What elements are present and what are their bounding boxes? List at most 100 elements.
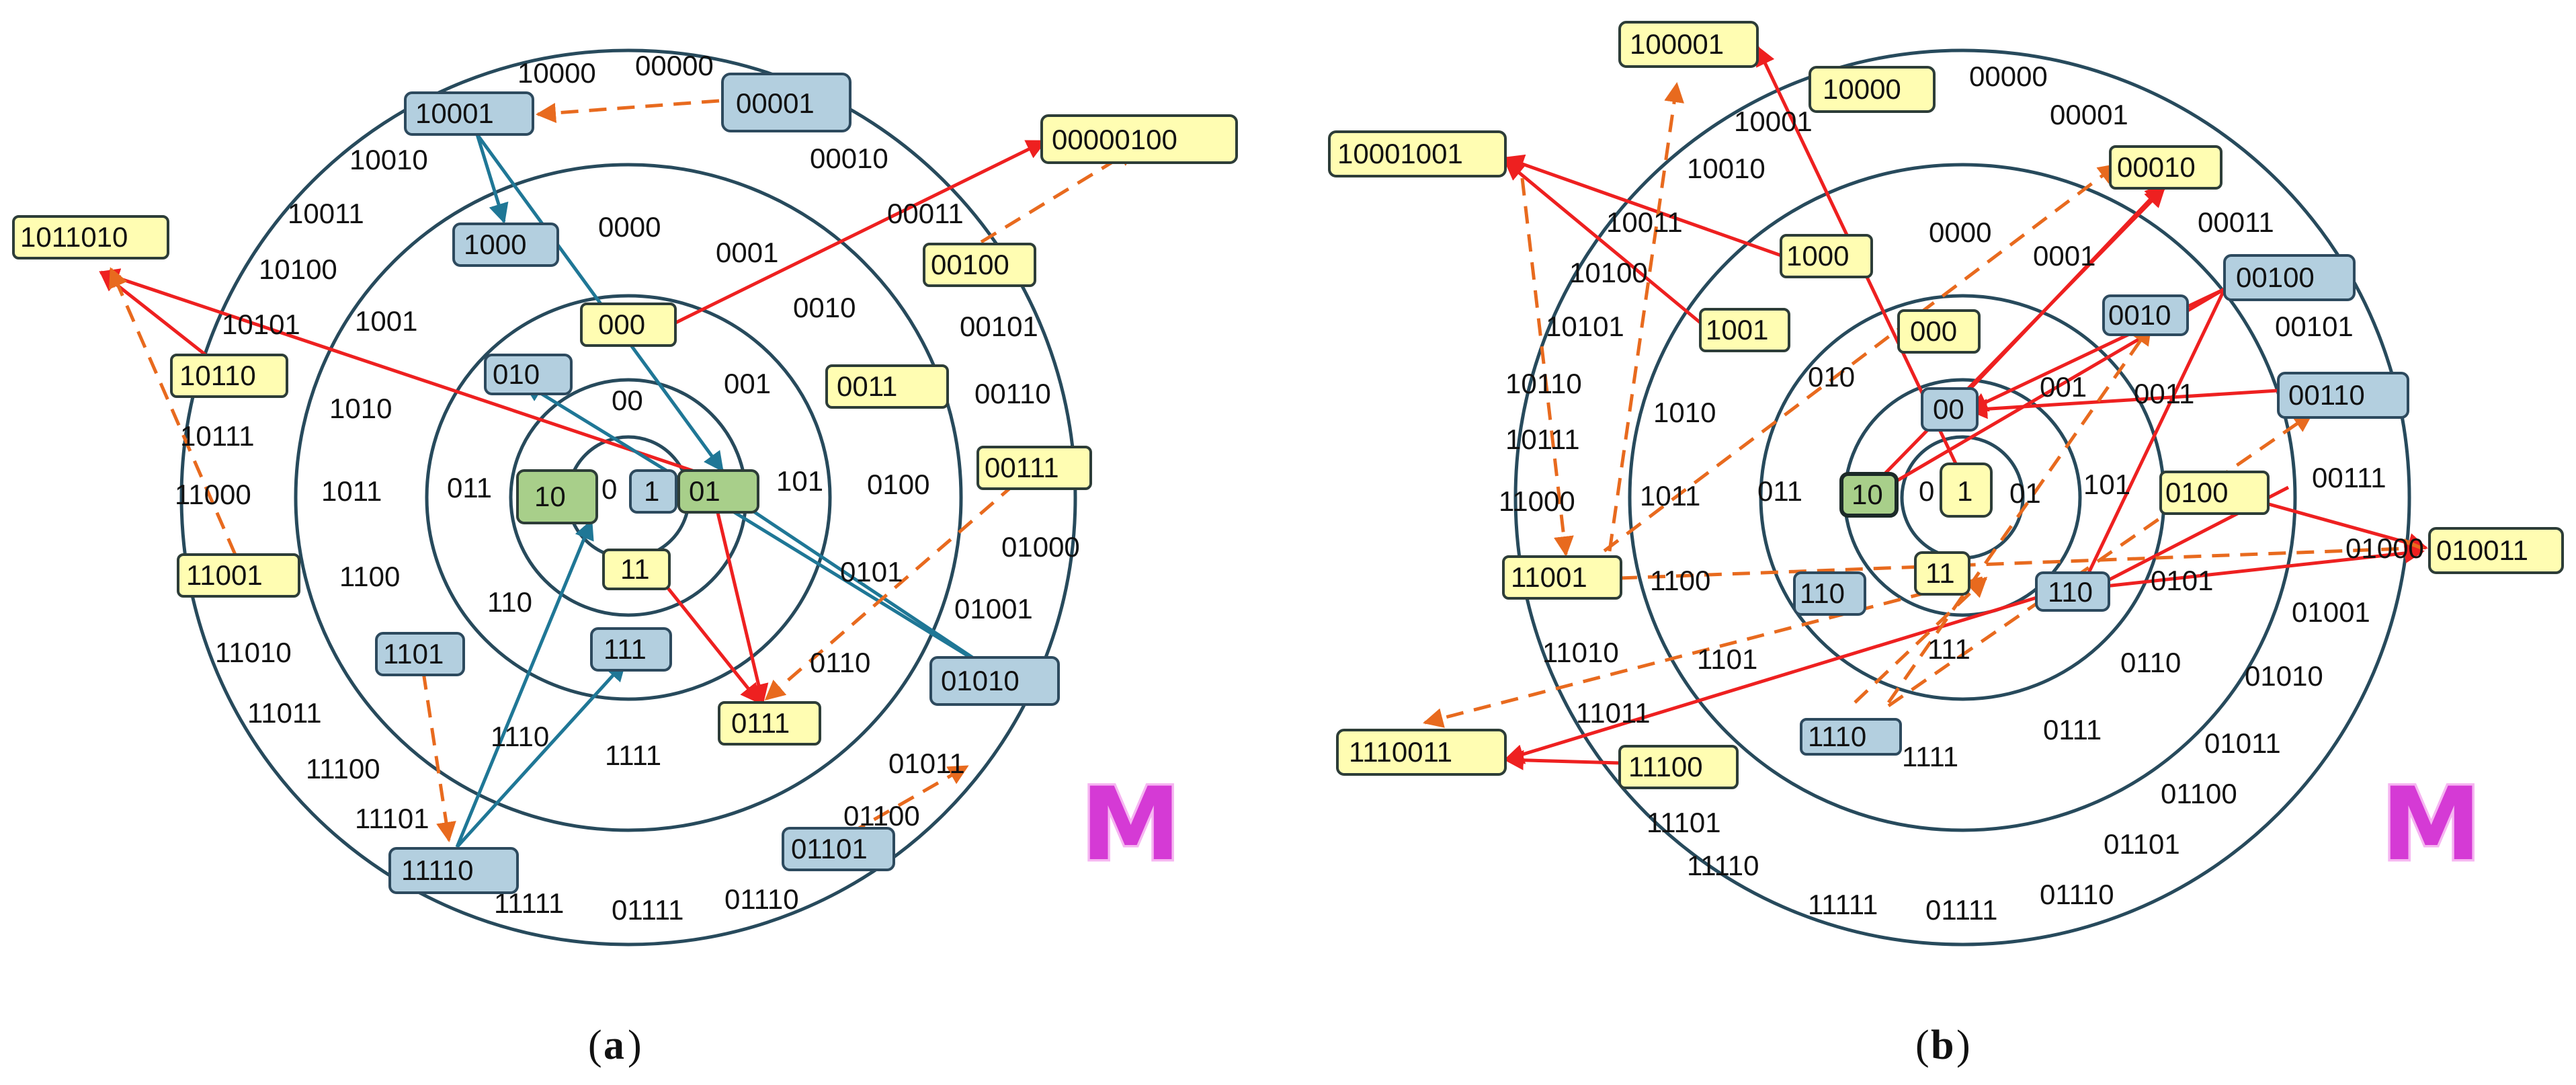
node-label: 10100 (1569, 257, 1648, 288)
svg-text:110: 110 (1800, 577, 1845, 609)
svg-text:111: 111 (604, 633, 647, 665)
node-box: 11001 (1502, 555, 1622, 600)
node-label: 10010 (349, 144, 428, 175)
node-label: 10100 (259, 253, 337, 285)
node-box: 10110 (170, 354, 288, 398)
node-label: 01101 (2104, 828, 2180, 860)
node-box: 00110 (2277, 372, 2409, 419)
svg-text:01010: 01010 (941, 665, 1020, 696)
svg-text:00100: 00100 (2236, 262, 2315, 293)
node-box: 010011 (2428, 527, 2564, 574)
node-box: 10 (1839, 472, 1899, 518)
node-box: 11 (602, 549, 671, 590)
svg-text:1000: 1000 (464, 229, 526, 260)
node-label: 01110 (724, 883, 799, 915)
svg-text:010: 010 (493, 358, 540, 390)
labels-b: 00000 10001 00001 10010 00011 10011 1010… (1499, 61, 2424, 926)
node-label: 11111 (1808, 889, 1878, 920)
node-label: 00011 (887, 198, 964, 229)
node-label: 01010 (2245, 660, 2323, 692)
arrow (1558, 163, 2119, 586)
node-box: 00 (1921, 387, 1979, 432)
svg-text:010011: 010011 (2436, 534, 2528, 566)
arrow (1608, 82, 1685, 552)
node-label: 0011 (2134, 378, 2194, 409)
node-box: 00010 (2109, 145, 2222, 190)
panel-a: 10000 00000 00010 10010 00011 10011 1010… (12, 48, 1238, 1068)
node-box: 000 (1897, 309, 1981, 354)
node-box: 11110 (388, 847, 519, 894)
svg-text:11100: 11100 (1628, 751, 1703, 782)
node-label: 1101 (1697, 643, 1757, 675)
node-label: 001 (2040, 371, 2087, 403)
arrow (522, 381, 996, 674)
caption-letter: b (1931, 1022, 1954, 1068)
node-box: 0100 (2159, 471, 2270, 515)
node-label: 11011 (247, 697, 322, 729)
node-box: 10 (516, 469, 598, 524)
caption-b: ( b ) (1915, 1022, 1970, 1068)
arrow (1886, 324, 2153, 704)
arrow (1503, 750, 1620, 770)
arrow (109, 267, 237, 555)
node-box: 01 (677, 469, 759, 514)
arrow (1503, 160, 1702, 324)
svg-text:110: 110 (2048, 576, 2093, 608)
node-label: 101 (2083, 469, 2130, 500)
arrow (421, 672, 456, 842)
arrow (1503, 590, 2057, 764)
node-label: 0110 (810, 647, 870, 678)
node-label: 01001 (954, 593, 1033, 625)
arrow (2056, 543, 2425, 594)
arrow (1860, 186, 2166, 499)
node-label: 00000 (635, 50, 714, 81)
arrow (714, 504, 769, 705)
node-label: 1100 (339, 561, 400, 592)
node-label: 0000 (598, 211, 661, 243)
arrow (1520, 177, 1574, 557)
caption-a: ( a ) (588, 1022, 642, 1068)
node-label: 0111 (2043, 714, 2102, 746)
node-box: 10000 (1809, 66, 1936, 113)
node-label: 1111 (1902, 741, 1958, 772)
node-box: 110 (1793, 571, 1866, 616)
arrow (2071, 288, 2227, 607)
svg-text:00000100: 00000100 (1052, 124, 1177, 155)
arrow (1967, 388, 2289, 419)
node-label: 10011 (1606, 206, 1683, 238)
node-label: 00111 (2312, 462, 2386, 493)
node-box: 11 (1914, 551, 1970, 596)
node-label: 10111 (1505, 424, 1580, 455)
svg-text:10: 10 (534, 481, 566, 512)
node-box: 1110011 (1336, 729, 1507, 776)
arrow (536, 99, 720, 123)
svg-text:00111: 00111 (985, 452, 1059, 483)
node-label: 01000 (2345, 532, 2424, 564)
node-box: 111 (590, 627, 672, 672)
svg-text:00: 00 (1933, 393, 1964, 425)
svg-text:000: 000 (598, 309, 645, 340)
ring-a-4 (294, 163, 963, 832)
svg-text:1001: 1001 (1706, 314, 1768, 346)
caption-close: ) (1956, 1022, 1970, 1068)
node-label: 01001 (2292, 596, 2370, 628)
node-box: 00100 (2223, 254, 2356, 301)
svg-text:01: 01 (689, 475, 720, 507)
node-label: 01 (2009, 477, 2041, 509)
node-label: 1001 (355, 305, 417, 337)
node-label: 10000 (517, 57, 596, 89)
node-label: 110 (487, 586, 532, 618)
svg-text:1000: 1000 (1786, 240, 1849, 272)
node-label: 011 (1757, 475, 1802, 507)
node-label: 11000 (175, 479, 251, 510)
node-label: 01110 (2040, 879, 2114, 910)
node-label: 0010 (793, 292, 856, 323)
node-box: 000 (580, 303, 677, 347)
node-label: 0101 (2151, 565, 2213, 596)
node-box: 1000 (452, 223, 559, 267)
node-box: 01010 (929, 656, 1060, 706)
svg-text:100001: 100001 (1630, 28, 1724, 60)
node-label: 111 (1927, 633, 1970, 665)
labels-a: 10000 00000 00010 10010 00011 10011 1010… (175, 50, 1080, 926)
